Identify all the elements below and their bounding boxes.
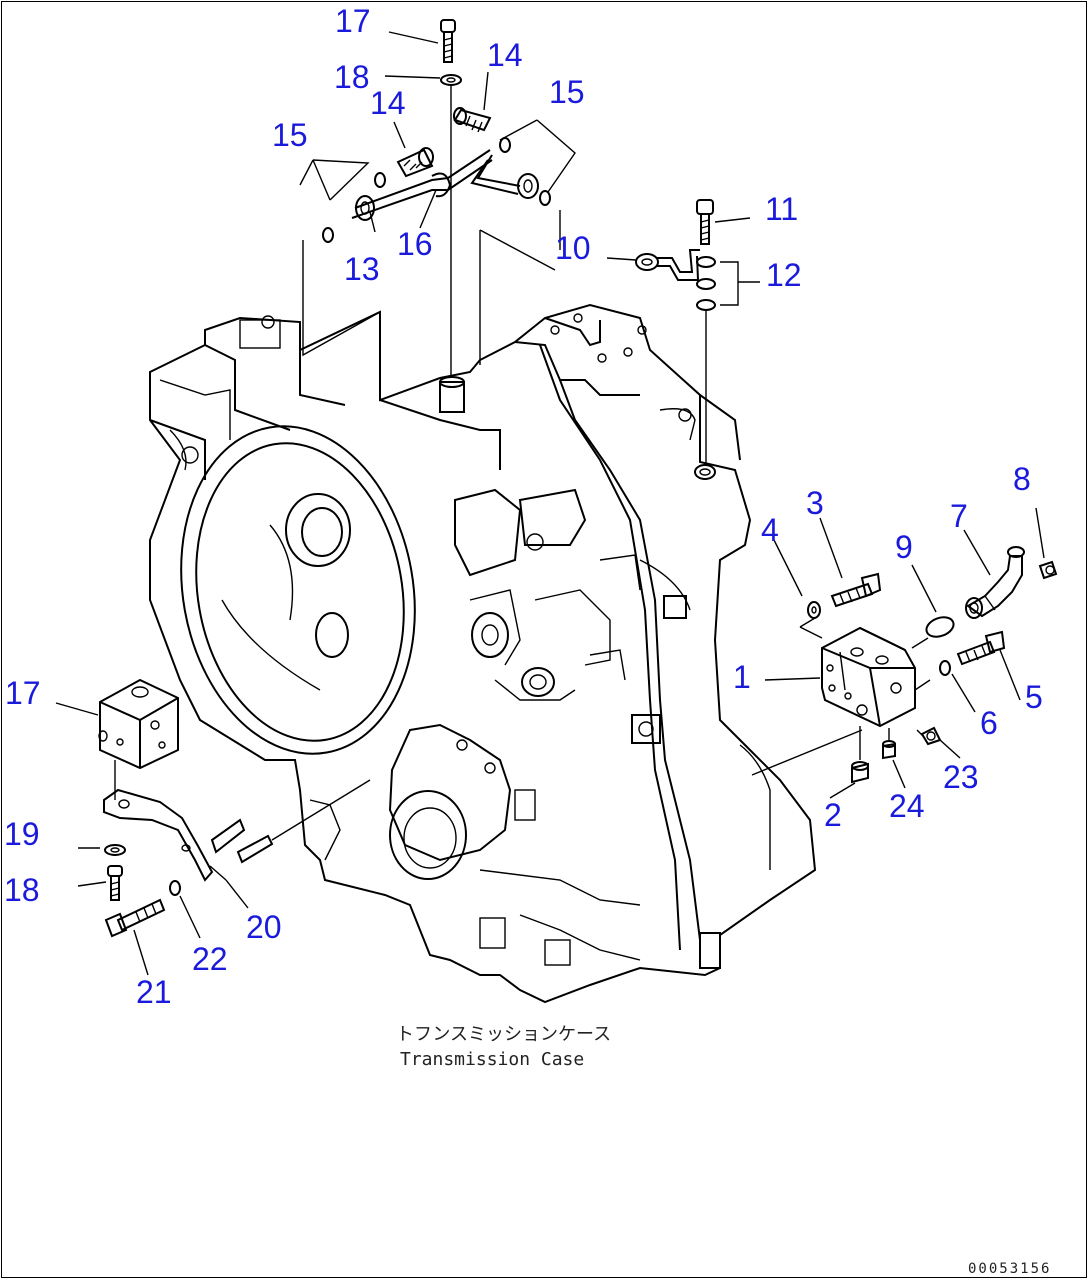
callout-20: 18: [4, 872, 40, 908]
callout-22: 20: [246, 909, 282, 945]
callout-21: 19: [4, 816, 40, 852]
callout-9: 9: [895, 529, 913, 565]
callout-2: 2: [824, 797, 842, 833]
callout-8: 8: [1013, 461, 1031, 497]
callout-11: 11: [765, 191, 798, 227]
callout-5: 5: [1025, 679, 1043, 715]
callout-12: 12: [766, 257, 802, 293]
callout-18: 18: [334, 59, 370, 95]
caption-japanese: トフンスミッションケース: [396, 1024, 611, 1045]
transmission-case-drawing: [149, 303, 817, 1004]
callout-10: 10: [555, 230, 591, 266]
callout-23: 21: [136, 974, 172, 1010]
callout-13: 13: [344, 251, 380, 287]
callout-labels: 17 18 14 14 15 15 16 13 10 11 12 8 3 7 4…: [4, 3, 1043, 1010]
callout-7: 7: [950, 498, 968, 534]
callout-15-left: 15: [272, 117, 308, 153]
callout-4: 4: [761, 512, 779, 548]
callout-3: 3: [806, 485, 824, 521]
callout-14-right: 14: [487, 37, 523, 73]
callout-19: 17: [5, 675, 41, 711]
upper-piping-drawing: [299, 19, 760, 465]
callout-26: 24: [889, 788, 925, 824]
callout-17: 17: [335, 3, 371, 39]
callout-24: 22: [192, 941, 228, 977]
caption-english: Transmission Case: [400, 1049, 584, 1070]
document-id: 00053156: [968, 1261, 1051, 1277]
callout-15-right: 15: [549, 74, 585, 110]
callout-16: 16: [397, 226, 433, 262]
left-block-drawing: [77, 678, 371, 976]
callout-25: 23: [943, 759, 979, 795]
callout-6: 6: [980, 705, 998, 741]
leader-lines: [55, 31, 1045, 909]
callout-1: 1: [733, 659, 751, 695]
callout-14-left: 14: [370, 85, 406, 121]
valve-block-drawing: [751, 546, 1058, 784]
